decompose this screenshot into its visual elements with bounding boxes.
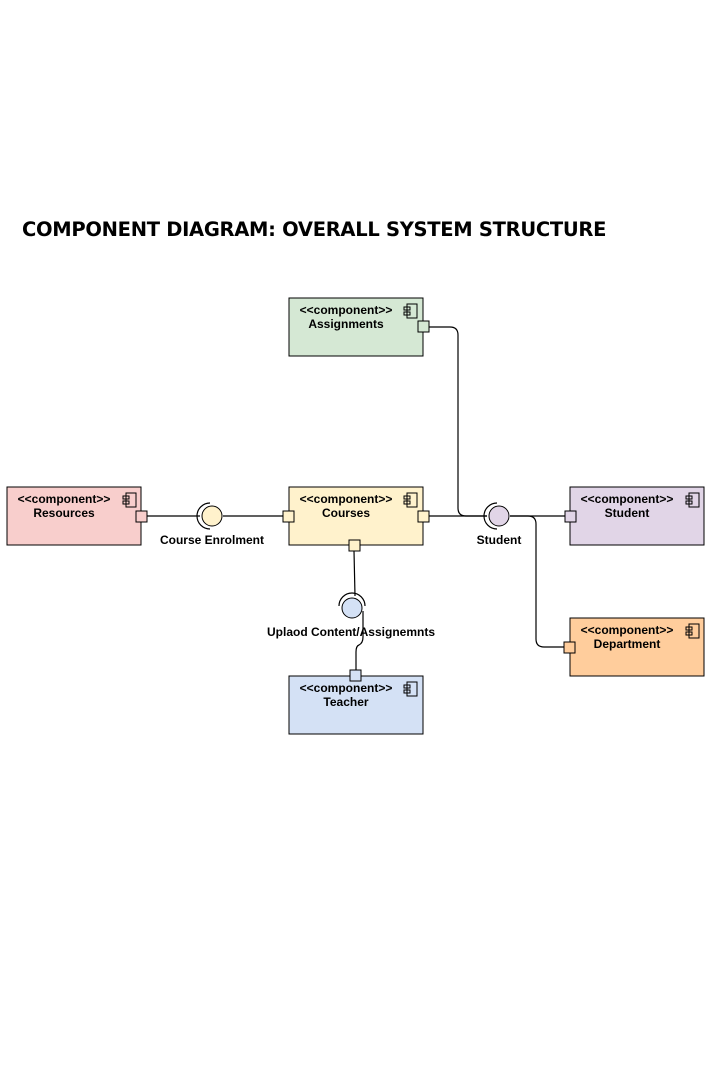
- component-stereotype: <<component>>: [581, 623, 674, 637]
- component-box: [288, 486, 424, 546]
- interface-student[interactable]: Student: [477, 502, 522, 547]
- component-stereotype: <<component>>: [581, 492, 674, 506]
- component-box: [569, 486, 705, 546]
- interface-label: Uplaod Content/Assignemnts: [267, 625, 435, 639]
- component-stereotype: <<component>>: [18, 492, 111, 506]
- component-resources[interactable]: <<component>> Resources: [6, 486, 148, 546]
- port-courses-bottom[interactable]: [348, 539, 361, 552]
- port-department[interactable]: [563, 641, 576, 654]
- interface-upload-content[interactable]: Uplaod Content/Assignemnts: [267, 592, 435, 639]
- component-icon: [122, 492, 137, 508]
- component-box: [6, 486, 142, 546]
- socket-icon: [483, 502, 498, 530]
- interface-label: Student: [477, 533, 522, 547]
- interface-label: Course Enrolment: [160, 533, 264, 547]
- component-name: Resources: [33, 506, 95, 520]
- component-icon: [403, 303, 418, 319]
- component-stereotype: <<component>>: [300, 492, 393, 506]
- component-name: Assignments: [308, 317, 384, 331]
- port-assignments[interactable]: [417, 320, 430, 333]
- component-name: Student: [605, 506, 650, 520]
- component-icon: [685, 492, 700, 508]
- socket-icon: [338, 592, 366, 607]
- component-assignments[interactable]: <<component>> Assignments: [288, 297, 430, 357]
- component-name: Courses: [322, 506, 370, 520]
- component-box: [569, 617, 705, 677]
- connector-interface-department: [510, 515, 564, 648]
- connector-courses-upload: [353, 550, 356, 597]
- port-courses-left[interactable]: [282, 510, 295, 523]
- component-courses[interactable]: <<component>> Courses: [282, 486, 430, 552]
- component-stereotype: <<component>>: [300, 681, 393, 695]
- component-name: Teacher: [323, 695, 368, 709]
- component-icon: [685, 623, 700, 639]
- port-teacher[interactable]: [349, 669, 362, 682]
- interface-course-enrolment[interactable]: Course Enrolment: [160, 502, 264, 547]
- ball-icon: [201, 505, 223, 527]
- diagram-title: COMPONENT DIAGRAM: OVERALL SYSTEM STRUCT…: [22, 218, 607, 241]
- component-icon: [403, 681, 418, 697]
- component-icon: [403, 492, 418, 508]
- component-name: Department: [594, 637, 661, 651]
- ball-icon: [488, 505, 510, 527]
- port-resources[interactable]: [135, 510, 148, 523]
- ball-icon: [341, 597, 363, 619]
- component-stereotype: <<component>>: [300, 303, 393, 317]
- component-box: [288, 675, 424, 735]
- connector-upload-teacher: [355, 611, 364, 670]
- component-teacher[interactable]: <<component>> Teacher: [288, 669, 424, 735]
- connector-assignments-student-interface: [429, 326, 487, 517]
- socket-icon: [196, 502, 211, 530]
- port-courses-right[interactable]: [417, 510, 430, 523]
- component-student[interactable]: <<component>> Student: [564, 486, 705, 546]
- component-department[interactable]: <<component>> Department: [563, 617, 705, 677]
- port-student[interactable]: [564, 510, 577, 523]
